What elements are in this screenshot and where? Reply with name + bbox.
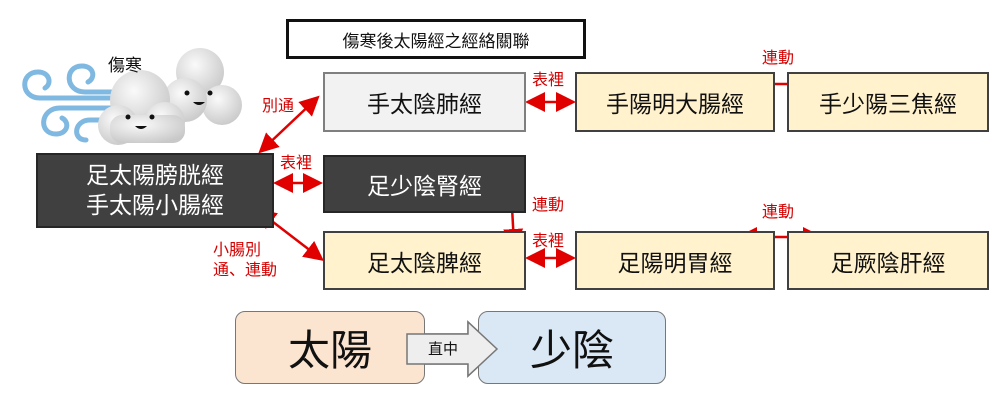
node-bladder: 足太陽膀胱經 xyxy=(86,162,224,189)
label-line: 通、連動 xyxy=(213,260,278,279)
node-lung: 手太陰肺經 xyxy=(323,72,526,132)
label-biaoli-top: 表裡 xyxy=(532,70,565,89)
node-stomach: 足陽明胃經 xyxy=(575,231,775,290)
label-liandong-vertical: 連動 xyxy=(532,195,565,214)
node-sanjiao: 手少陽三焦經 xyxy=(787,72,989,132)
node-spleen: 足太陰脾經 xyxy=(323,231,526,290)
wind-icon xyxy=(22,63,153,143)
label-bietong: 別通 xyxy=(262,96,295,115)
node-liver: 足厥陰肝經 xyxy=(787,231,989,290)
node-taiyang: 足太陽膀胱經 手太陽小腸經 xyxy=(36,153,274,228)
cold-label: 傷寒 xyxy=(108,56,142,76)
label-liandong-bottom: 連動 xyxy=(762,202,795,221)
label-small-intestine: 小腸別 通、連動 xyxy=(213,240,277,280)
node-large-intestine: 手陽明大腸經 xyxy=(575,72,775,132)
cloud-icon xyxy=(98,48,242,145)
shaoyin-box: 少陰 xyxy=(478,311,666,384)
label-biaoli-left: 表裡 xyxy=(280,153,313,172)
direct-hit-label: 直中 xyxy=(428,340,459,358)
node-kidney: 足少陰腎經 xyxy=(323,155,526,213)
node-small-intestine: 手太陽小腸經 xyxy=(86,192,224,219)
label-liandong-top: 連動 xyxy=(762,48,795,67)
label-line: 小腸別 xyxy=(213,240,262,259)
label-biaoli-bottom: 表裡 xyxy=(532,231,565,250)
taiyang-box: 太陽 xyxy=(235,311,425,384)
diagram-title: 傷寒後太陽經之經絡關聯 xyxy=(286,19,586,59)
